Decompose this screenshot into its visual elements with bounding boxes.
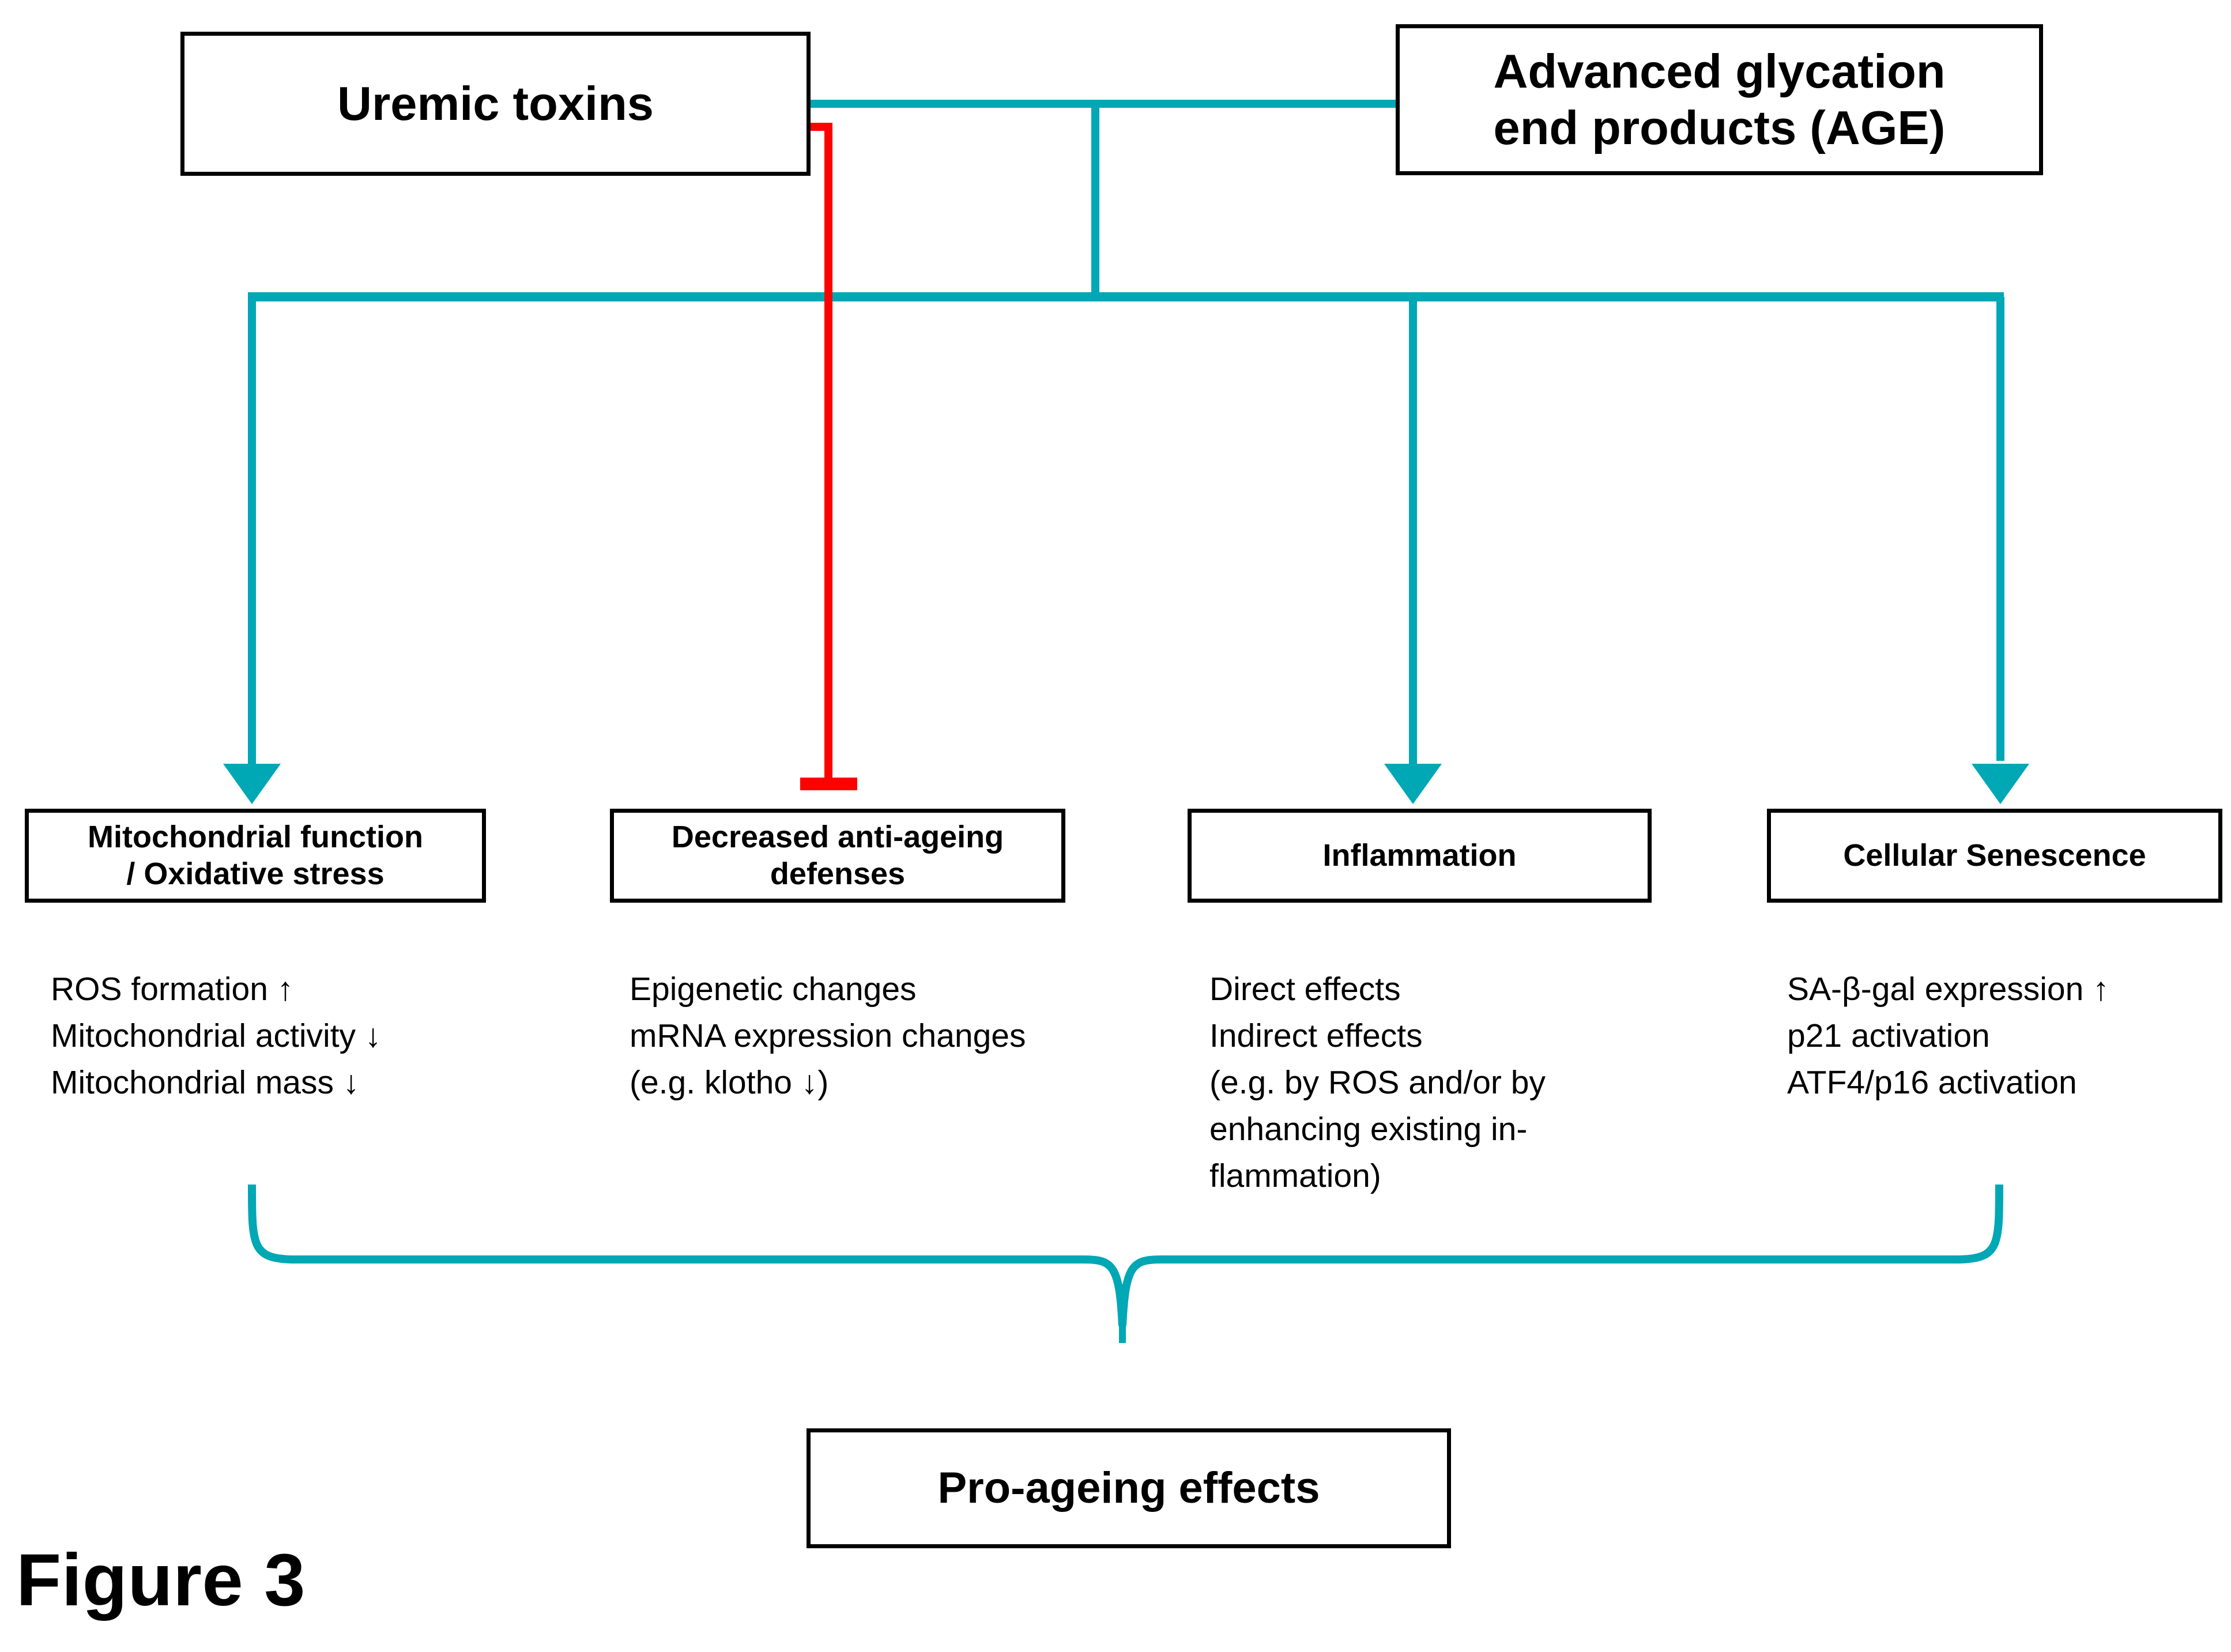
node-mitochondrial-function-oxidative-stress[interactable]: Mitochondrial function / Oxidative stres… (25, 809, 486, 903)
node-decreased-anti-ageing-defenses[interactable]: Decreased anti-ageing defenses (610, 809, 1065, 903)
node-cellular-senescence[interactable]: Cellular Senescence (1767, 809, 2222, 903)
node-inflammation[interactable]: Inflammation (1188, 809, 1652, 903)
connector-inhibition-defenses (807, 123, 832, 781)
arrowhead-inflammation (1384, 764, 1442, 804)
details-inflammation: Direct effects Indirect effects (e.g. by… (1209, 971, 1546, 1194)
arrowhead-mitochondrial (223, 764, 281, 804)
details-cellular-senescence: SA-β-gal expression ↑ p21 activation ATF… (1787, 971, 2109, 1101)
node-uremic-toxins[interactable]: Uremic toxins (180, 32, 811, 176)
arrowhead-senescence (1972, 764, 2029, 804)
figure-label: Figure 3 (16, 1539, 306, 1621)
details-mitochondrial: ROS formation ↑ Mitochondrial activity ↓… (51, 971, 382, 1101)
node-advanced-glycation-end-products[interactable]: Advanced glycation end products (AGE) (1396, 24, 2043, 175)
node-pro-ageing-effects[interactable]: Pro-ageing effects (807, 1428, 1451, 1548)
details-decreased-anti-ageing-defenses: Epigenetic changes mRNA expression chang… (630, 971, 1026, 1101)
brace-outcomes (248, 1184, 2003, 1326)
